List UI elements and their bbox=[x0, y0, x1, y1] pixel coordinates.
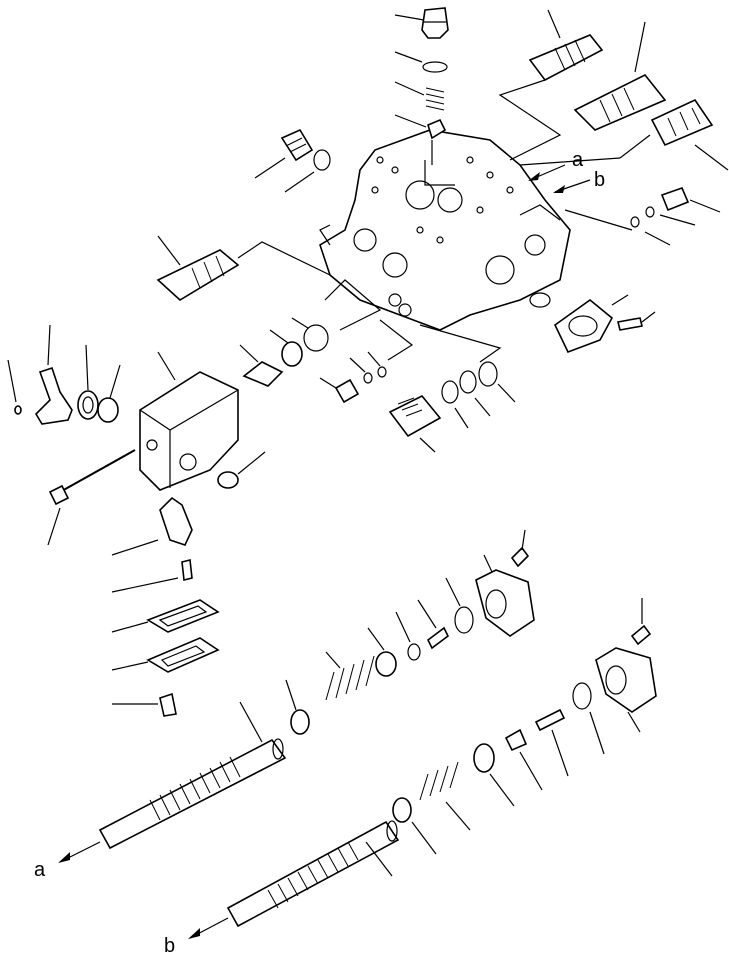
top-o-ring bbox=[394, 51, 448, 73]
lower-screw-1 bbox=[111, 559, 193, 593]
center-plug bbox=[319, 377, 360, 404]
callout-b-left: b bbox=[164, 935, 175, 955]
left-upper-plug bbox=[254, 128, 314, 179]
spool-b-o-ring bbox=[572, 682, 605, 755]
arrow-b-right: b bbox=[553, 169, 605, 193]
spool-b-retainer bbox=[473, 743, 515, 807]
callout-a-right: a bbox=[572, 149, 584, 171]
lower-screw-2 bbox=[112, 692, 177, 717]
check-poppet bbox=[239, 344, 284, 387]
check-seat bbox=[269, 329, 303, 367]
lower-lever bbox=[111, 496, 193, 556]
left-upper-o-ring bbox=[284, 149, 331, 193]
right-o-rings bbox=[564, 206, 696, 246]
spool-a-cap-screw bbox=[510, 529, 530, 568]
small-pin bbox=[7, 359, 22, 415]
bushing-2 bbox=[97, 364, 121, 423]
arrow-a-right: a bbox=[528, 149, 584, 181]
relief-valve-cartridge-3 bbox=[519, 98, 729, 171]
spool-a-cap bbox=[475, 554, 535, 637]
top-plug bbox=[394, 7, 449, 39]
right-cover-plate bbox=[529, 292, 629, 354]
callout-a-left: a bbox=[34, 859, 46, 881]
lever-arm bbox=[34, 324, 73, 425]
cover-plate-lower bbox=[111, 637, 220, 673]
gasket-plate bbox=[111, 599, 220, 633]
right-fitting bbox=[660, 186, 721, 213]
check-o-ring bbox=[291, 317, 329, 352]
spool-b-collar bbox=[392, 797, 437, 855]
spool-b-cap-screw bbox=[630, 598, 652, 646]
tie-bolt bbox=[47, 449, 136, 546]
relief-valve-cartridge-2 bbox=[573, 21, 667, 131]
center-check-assembly bbox=[388, 394, 442, 453]
block-nut bbox=[217, 451, 266, 489]
callout-b-right: b bbox=[594, 169, 605, 191]
spool-a-retainer bbox=[367, 627, 397, 677]
valve-body bbox=[319, 129, 571, 331]
left-cartridge bbox=[156, 235, 331, 301]
top-spring bbox=[394, 81, 445, 111]
cover-screw bbox=[617, 311, 656, 331]
spool-b-cap bbox=[595, 647, 657, 733]
spool-a-spring bbox=[325, 651, 375, 701]
spool-b-bolt bbox=[534, 708, 569, 777]
center-small-o-rings bbox=[349, 319, 414, 384]
spool-a bbox=[98, 701, 287, 850]
center-o-rings bbox=[419, 324, 516, 429]
spool-a-bolt bbox=[417, 599, 450, 650]
spool-a-collar bbox=[285, 679, 310, 735]
spool-a-o-ring bbox=[445, 577, 474, 634]
left-block bbox=[139, 351, 239, 491]
spool-b bbox=[226, 820, 400, 928]
bushing-1 bbox=[77, 344, 99, 420]
spool-a-washer bbox=[395, 611, 421, 661]
arrow-a-left: a bbox=[34, 841, 101, 881]
spool-b-washer bbox=[504, 728, 543, 791]
relief-valve-cartridge-1 bbox=[498, 9, 604, 161]
top-poppet bbox=[394, 114, 447, 140]
arrow-b-left: b bbox=[164, 917, 229, 955]
spool-b-spring bbox=[419, 761, 471, 831]
